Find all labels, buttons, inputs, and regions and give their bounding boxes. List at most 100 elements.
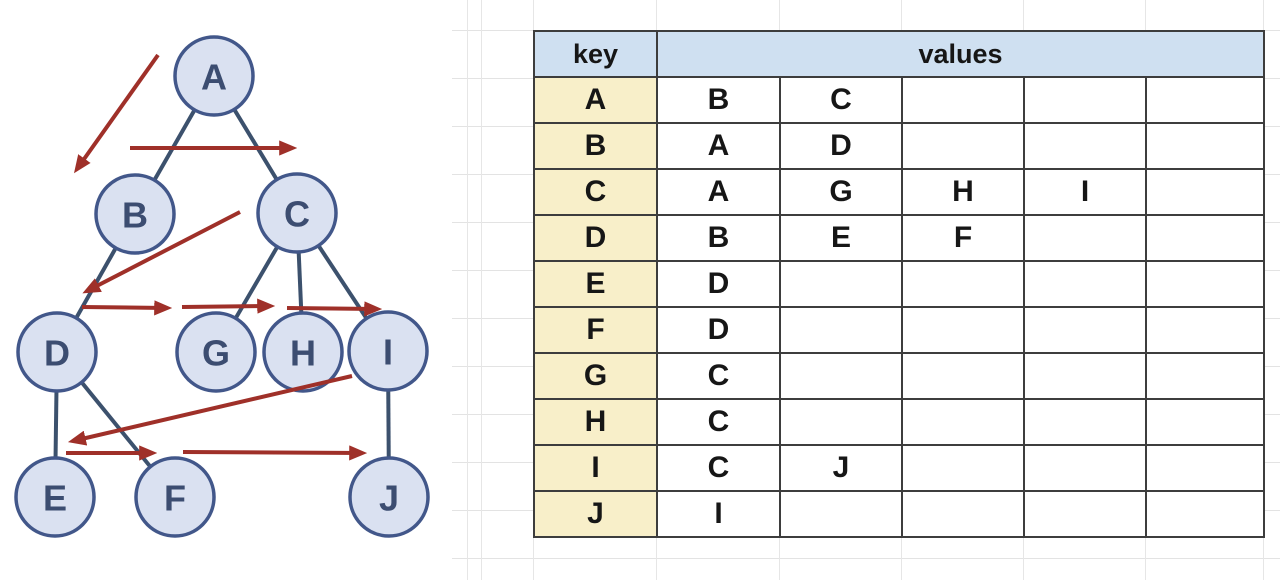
graph-node-G — [175, 311, 257, 393]
table-header-row: key values — [533, 30, 1265, 78]
graph-node-H — [262, 311, 344, 393]
value-cell-G-4 — [1023, 352, 1147, 400]
key-cell-F: F — [533, 306, 658, 354]
graph-node-label-E: E — [43, 478, 67, 519]
value-cell-D-2: E — [779, 214, 903, 262]
value-cell-C-1: A — [656, 168, 781, 216]
value-cell-C-2: G — [779, 168, 903, 216]
value-cell-B-2: D — [779, 122, 903, 170]
key-cell-H: H — [533, 398, 658, 446]
value-cell-D-3: F — [901, 214, 1025, 262]
value-cell-J-4 — [1023, 490, 1147, 538]
value-cell-H-3 — [901, 398, 1025, 446]
value-cell-A-2: C — [779, 76, 903, 124]
value-cell-F-3 — [901, 306, 1025, 354]
key-cell-E: E — [533, 260, 658, 308]
value-cell-B-4 — [1023, 122, 1147, 170]
key-cell-J: J — [533, 490, 658, 538]
graph-node-label-B: B — [122, 195, 148, 236]
value-cell-J-1: I — [656, 490, 781, 538]
traversal-arrow-7 — [67, 374, 353, 446]
value-cell-F-1: D — [656, 306, 781, 354]
graph-node-B — [94, 173, 176, 255]
value-cell-A-3 — [901, 76, 1025, 124]
graph-node-label-H: H — [290, 333, 316, 374]
value-cell-G-3 — [901, 352, 1025, 400]
value-cell-C-5 — [1145, 168, 1265, 216]
value-cell-D-4 — [1023, 214, 1147, 262]
value-cell-I-2: J — [779, 444, 903, 492]
value-cell-E-4 — [1023, 260, 1147, 308]
value-cell-H-5 — [1145, 398, 1265, 446]
value-cell-E-3 — [901, 260, 1025, 308]
value-cell-G-2 — [779, 352, 903, 400]
graph-node-label-F: F — [164, 478, 186, 519]
value-cell-G-1: C — [656, 352, 781, 400]
graph-node-label-G: G — [202, 333, 230, 374]
value-cell-E-2 — [779, 260, 903, 308]
values-header-cell: values — [656, 30, 1265, 78]
value-cell-G-5 — [1145, 352, 1265, 400]
graph-node-label-A: A — [201, 57, 227, 98]
graph-node-label-I: I — [383, 332, 393, 373]
key-cell-B: B — [533, 122, 658, 170]
value-cell-H-4 — [1023, 398, 1147, 446]
key-cell-C: C — [533, 168, 658, 216]
traversal-arrow-6 — [286, 301, 383, 317]
value-cell-F-5 — [1145, 306, 1265, 354]
gridline-vertical — [467, 0, 468, 580]
key-cell-G: G — [533, 352, 658, 400]
value-cell-F-4 — [1023, 306, 1147, 354]
value-cell-I-3 — [901, 444, 1025, 492]
value-cell-F-2 — [779, 306, 903, 354]
gridline-vertical — [481, 0, 482, 580]
value-cell-I-4 — [1023, 444, 1147, 492]
value-cell-J-3 — [901, 490, 1025, 538]
value-cell-E-5 — [1145, 260, 1265, 308]
graph-node-J — [348, 456, 430, 538]
value-cell-E-1: D — [656, 260, 781, 308]
value-cell-H-2 — [779, 398, 903, 446]
value-cell-A-1: B — [656, 76, 781, 124]
graph-node-E — [14, 456, 96, 538]
graph-node-A — [173, 35, 255, 117]
graph-node-D — [16, 311, 98, 393]
traversal-arrow-4 — [81, 300, 173, 316]
value-cell-I-1: C — [656, 444, 781, 492]
key-cell-I: I — [533, 444, 658, 492]
graph-node-label-D: D — [44, 333, 70, 374]
value-cell-I-5 — [1145, 444, 1265, 492]
graph-node-C — [256, 172, 338, 254]
value-cell-B-5 — [1145, 122, 1265, 170]
value-cell-A-5 — [1145, 76, 1265, 124]
value-cell-C-4: I — [1023, 168, 1147, 216]
value-cell-A-4 — [1023, 76, 1147, 124]
traversal-arrow-5 — [181, 298, 276, 314]
value-cell-C-3: H — [901, 168, 1025, 216]
graph-node-F — [134, 456, 216, 538]
graph-node-label-J: J — [379, 478, 399, 519]
traversal-arrow-1 — [73, 53, 160, 174]
traversal-arrow-3 — [82, 210, 241, 294]
graph-node-I — [347, 310, 429, 392]
value-cell-J-2 — [779, 490, 903, 538]
value-cell-B-1: A — [656, 122, 781, 170]
key-header-cell: key — [533, 30, 658, 78]
value-cell-J-5 — [1145, 490, 1265, 538]
traversal-arrow-9 — [182, 445, 368, 461]
value-cell-D-1: B — [656, 214, 781, 262]
value-cell-H-1: C — [656, 398, 781, 446]
key-cell-D: D — [533, 214, 658, 262]
